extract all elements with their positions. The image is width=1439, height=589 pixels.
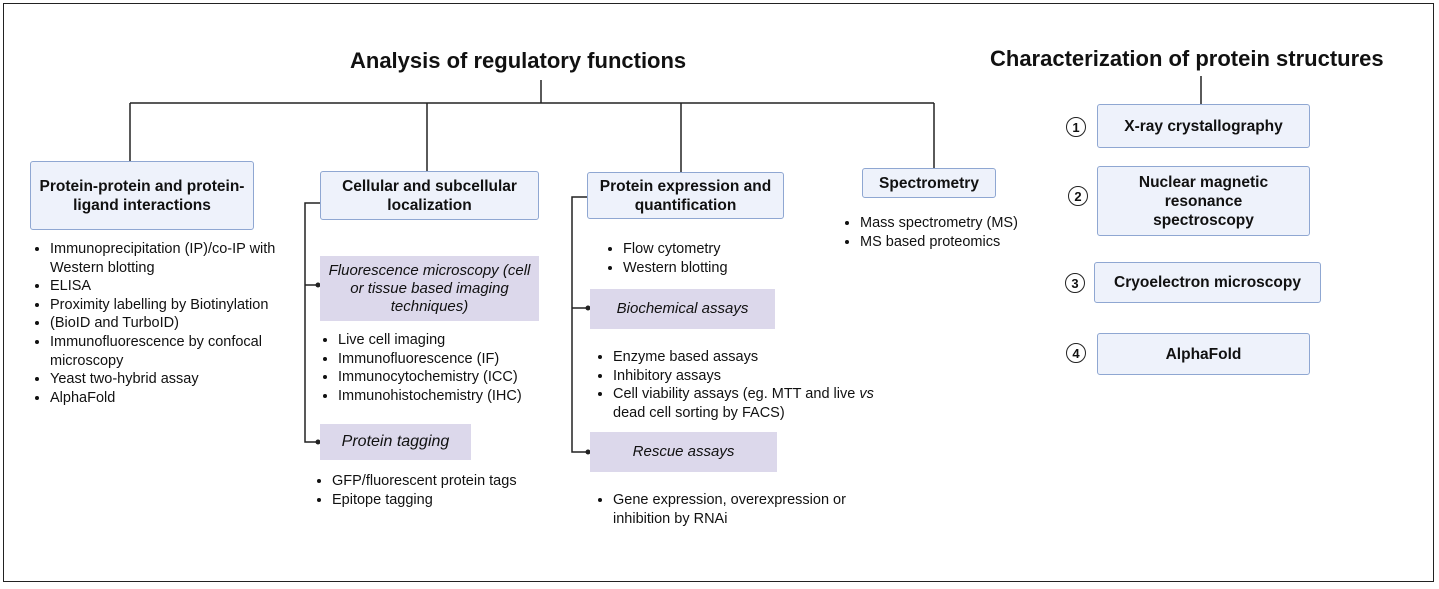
left-title: Analysis of regulatory functions [350,48,687,73]
list-ppi: Immunoprecipitation (IP)/co-IP with West… [30,240,310,407]
box-xray: X-ray crystallography [1097,104,1310,148]
number-badge-1: 1 [1066,117,1086,137]
list-item: Immunofluorescence (IF) [338,350,578,369]
list-item: (BioID and TurboID) [50,314,310,333]
box-ppi: Protein-protein and protein-ligand inter… [30,161,254,230]
list-item: Epitope tagging [332,491,572,510]
list-tagging: GFP/fluorescent protein tags Epitope tag… [312,472,572,509]
box-ppi-label: Protein-protein and protein-ligand inter… [39,177,245,214]
sub-fluorescence-label: Fluorescence microscopy (cell or tissue … [328,261,531,315]
sub-biochemical-label: Biochemical assays [616,300,749,317]
list-item: AlphaFold [50,389,310,408]
box-cryoem-label: Cryoelectron microscopy [1114,274,1301,291]
list-item: Enzyme based assays [613,348,893,367]
list-item: Immunoprecipitation (IP)/co-IP with West… [50,240,310,277]
list-item: Immunohistochemistry (IHC) [338,387,578,406]
list-item: Mass spectrometry (MS) [860,214,1080,233]
figure-frame [3,3,1434,582]
list-item: Immunocytochemistry (ICC) [338,368,578,387]
sub-fluorescence: Fluorescence microscopy (cell or tissue … [320,256,539,321]
number-badge-4: 4 [1066,343,1086,363]
box-nmr: Nuclear magnetic resonance spectroscopy [1097,166,1310,236]
expression-bracket [571,196,588,453]
number-badge-3: 3 [1065,273,1085,293]
box-xray-label: X-ray crystallography [1124,117,1283,135]
list-item: Proximity labelling by Biotinylation [50,296,310,315]
box-localization: Cellular and subcellular localization [320,171,539,220]
list-rescue: Gene expression, overexpression or inhib… [593,491,893,528]
sub-rescue-label: Rescue assays [632,443,735,460]
box-cryoem: Cryoelectron microscopy [1094,262,1321,303]
number-badge-2: 2 [1068,186,1088,206]
list-item: Flow cytometry [623,240,823,259]
list-item: Immunofluorescence by confocal microscop… [50,333,310,370]
list-item: Inhibitory assays [613,367,893,386]
list-item: Gene expression, overexpression or inhib… [613,491,893,528]
tagging-dot [315,439,321,445]
box-expression: Protein expression and quantification [587,172,784,219]
right-title: Characterization of protein structures [990,46,1384,71]
sub-tagging-label: Protein tagging [341,433,450,450]
list-item: Cell viability assays (eg. MTT and live … [613,385,893,422]
list-item: Live cell imaging [338,331,578,350]
box-expression-label: Protein expression and quantification [599,177,772,214]
box-localization-label: Cellular and subcellular localization [342,177,517,214]
list-item: GFP/fluorescent protein tags [332,472,572,491]
list-item: Yeast two-hybrid assay [50,370,310,389]
box-spectrometry: Spectrometry [862,168,996,198]
list-fluorescence: Live cell imaging Immunofluorescence (IF… [318,331,578,405]
list-biochemical: Enzyme based assays Inhibitory assays Ce… [593,348,893,422]
list-item: MS based proteomics [860,233,1080,252]
sub-tagging: Protein tagging [320,424,471,460]
list-expression: Flow cytometry Western blotting [603,240,823,277]
fluorescence-dot [315,282,321,288]
box-nmr-label: Nuclear magnetic resonance spectroscopy [1138,173,1269,229]
sub-biochemical: Biochemical assays [590,289,775,329]
box-spectrometry-label: Spectrometry [879,174,979,192]
rescue-dot [585,449,591,455]
box-alphafold-label: AlphaFold [1165,345,1242,363]
biochemical-dot [585,305,591,311]
list-item: Western blotting [623,259,823,278]
box-alphafold: AlphaFold [1097,333,1310,375]
sub-rescue: Rescue assays [590,432,777,472]
localization-bracket [304,202,320,443]
list-item: ELISA [50,277,310,296]
list-spectrometry: Mass spectrometry (MS) MS based proteomi… [840,214,1080,251]
